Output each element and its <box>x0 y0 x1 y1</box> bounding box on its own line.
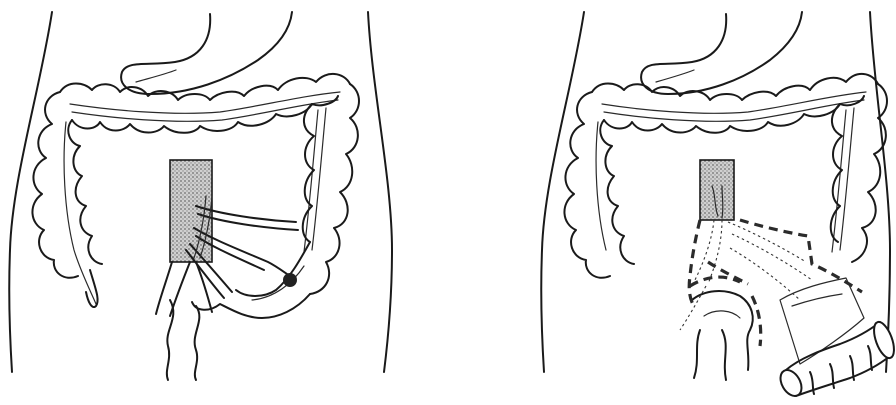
body-outline-right-2 <box>870 12 890 372</box>
body-outline-left <box>9 12 52 372</box>
specimen-end-right <box>870 319 896 360</box>
stomach-2 <box>641 12 802 94</box>
left-panel <box>9 12 392 380</box>
resection-line <box>740 220 862 292</box>
transverse-colon <box>60 74 350 100</box>
iliac-artery <box>156 262 172 314</box>
aorta <box>170 160 212 262</box>
stomach <box>121 12 292 94</box>
body-outline-left-2 <box>541 12 584 372</box>
right-panel <box>541 12 896 400</box>
vessel-remnant <box>694 220 714 282</box>
appendix <box>86 270 98 307</box>
lesion-marker <box>283 273 297 287</box>
descending-colon-2 <box>852 84 887 262</box>
body-outline-right <box>368 12 392 372</box>
